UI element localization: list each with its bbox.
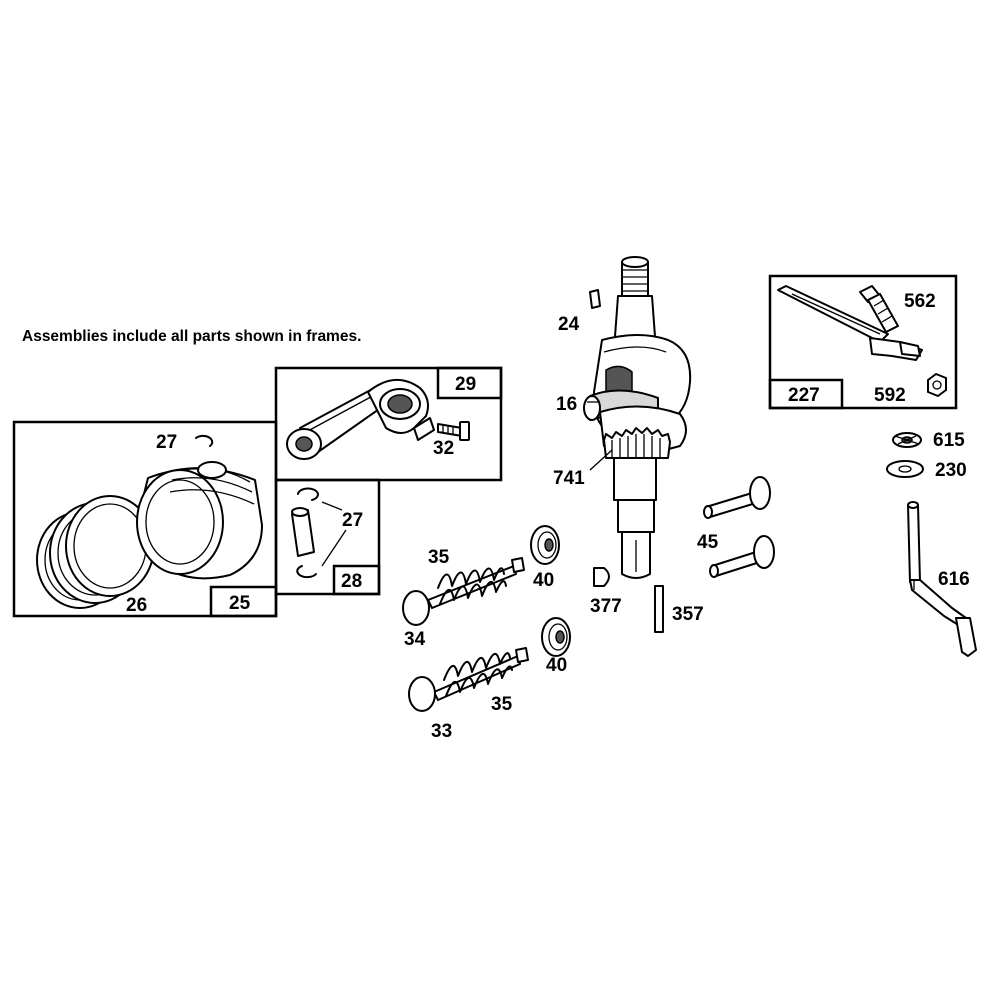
retaining-clip-icon [195, 434, 214, 447]
valve-tappet-lower-icon [709, 535, 775, 578]
part-label-35-upper: 35 [428, 547, 450, 568]
part-label-40-upper: 40 [533, 570, 554, 591]
part-label-230: 230 [935, 460, 967, 481]
governor-lever-icon [777, 285, 923, 361]
part-label-357: 357 [672, 604, 704, 625]
part-label-27-pin: 27 [342, 510, 363, 531]
piston-icon [136, 461, 263, 580]
part-label-26: 26 [126, 595, 147, 616]
part-label-227: 227 [788, 385, 820, 406]
connecting-rod-frame: 29 [274, 366, 503, 482]
lever-nut-icon [927, 373, 947, 397]
square-key-icon [654, 585, 664, 633]
part-label-592: 592 [874, 385, 906, 406]
part-label-24: 24 [558, 314, 580, 335]
governor-shaft-icon [907, 501, 977, 657]
exhaust-valve-icon [402, 557, 525, 626]
valve-spring-upper-icon [437, 567, 507, 605]
part-label-27-piston: 27 [156, 432, 177, 453]
governor-lever-frame: 227 [768, 274, 958, 410]
part-label-28: 28 [341, 571, 362, 592]
part-label-35-lower: 35 [491, 694, 513, 715]
part-label-25: 25 [229, 593, 251, 614]
part-label-616: 616 [938, 569, 970, 590]
leader-27-lower [321, 529, 347, 567]
piston-rings-icon [36, 495, 155, 609]
pin-clip-lower-icon [296, 565, 317, 579]
spring-retainer-upper-icon [530, 525, 560, 565]
leader-27-upper [321, 501, 343, 511]
assembly-note: Assemblies include all parts shown in fr… [22, 328, 361, 345]
part-label-33: 33 [431, 721, 452, 742]
part-label-377: 377 [590, 596, 622, 617]
part-label-34: 34 [404, 629, 426, 650]
washer-icon [886, 460, 924, 478]
e-ring-icon [892, 432, 922, 448]
part-label-32: 32 [433, 438, 454, 459]
part-label-741: 741 [553, 468, 585, 489]
crankshaft-icon [583, 256, 692, 579]
valve-spring-lower-icon [443, 652, 513, 697]
part-label-562: 562 [904, 291, 936, 312]
rod-bolt-icon [437, 421, 470, 441]
part-label-40-lower: 40 [546, 655, 567, 676]
part-label-16: 16 [556, 394, 577, 415]
spring-retainer-lower-icon [541, 617, 571, 657]
woodruff-key-icon [593, 567, 610, 587]
part-label-45: 45 [697, 532, 719, 553]
piston-pin-icon [291, 507, 315, 557]
valve-tappet-upper-icon [703, 476, 771, 519]
leader-741 [589, 449, 613, 471]
pin-clip-upper-icon [297, 487, 319, 501]
part-label-615: 615 [933, 430, 965, 451]
piston-pin-frame: 28 [274, 478, 381, 596]
intake-valve-icon [408, 647, 529, 712]
shaft-key-icon [589, 289, 601, 309]
connecting-rod-icon [286, 379, 435, 460]
lever-bolt-icon [859, 285, 899, 333]
part-label-29: 29 [455, 374, 476, 395]
